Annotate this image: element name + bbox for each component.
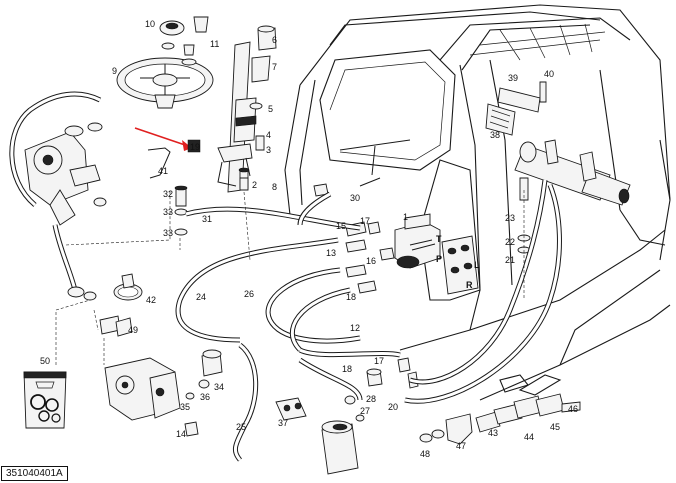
callout-46: 46 (568, 404, 578, 414)
callout-40: 40 (544, 69, 554, 79)
callout-5: 5 (268, 104, 273, 114)
filter-and-block (275, 368, 383, 475)
callout-20: 20 (388, 402, 398, 412)
gear-pump-block (104, 349, 223, 437)
callout-48: 48 (420, 449, 430, 459)
callout-49: 49 (128, 325, 138, 335)
callout-13: 13 (326, 248, 336, 258)
callout-28: 28 (366, 394, 376, 404)
callout-10: 10 (145, 19, 155, 29)
left-fittings (174, 177, 531, 254)
hose-clamps (99, 273, 143, 337)
steering-cylinder (485, 81, 631, 206)
port-letter-r: R (466, 280, 473, 290)
red-pointer-arrow (134, 127, 201, 153)
callout-43: 43 (488, 428, 498, 438)
callout-27: 27 (360, 406, 370, 416)
callout-45: 45 (550, 422, 560, 432)
callout-39: 39 (508, 73, 518, 83)
callout-16: 16 (366, 256, 376, 266)
port-letter-l: L (474, 260, 480, 270)
callout-8: 8 (272, 182, 277, 192)
callout-1: 1 (403, 212, 408, 222)
port-letter-p: P (436, 254, 442, 264)
callout-36: 36 (200, 392, 210, 402)
callout-7: 7 (272, 62, 277, 72)
callout-19: 19 (190, 142, 200, 152)
callout-22: 22 (505, 237, 515, 247)
callout-14: 14 (176, 429, 186, 439)
callout-31: 31 (202, 214, 212, 224)
callout-4: 4 (266, 130, 271, 140)
callout-26: 26 (244, 289, 254, 299)
callout-33b: 33 (163, 228, 173, 238)
callout-6: 6 (272, 35, 277, 45)
callout-25: 25 (236, 422, 246, 432)
callout-34: 34 (214, 382, 224, 392)
port-letter-t: T (436, 234, 442, 244)
callout-37: 37 (278, 418, 288, 428)
callout-23: 23 (505, 213, 515, 223)
callout-50: 50 (40, 356, 50, 366)
callout-11: 11 (210, 39, 219, 49)
seal-kit-bag-icon (23, 371, 67, 429)
callout-42: 42 (146, 295, 156, 305)
callout-44: 44 (524, 432, 534, 442)
callout-17: 17 (360, 216, 370, 226)
hydraulic-hoses (175, 179, 562, 462)
callout-labels: 10 11 6 9 7 5 4 3 19 41 1 2 8 32 33 30 3… (40, 19, 578, 459)
callout-3: 3 (266, 145, 271, 155)
callout-33: 33 (163, 207, 173, 217)
callout-12: 12 (350, 323, 360, 333)
callout-18: 18 (346, 292, 356, 302)
callout-32: 32 (163, 189, 173, 199)
cab-frame (284, 4, 671, 401)
pump-assembly (9, 91, 107, 301)
callout-41: 41 (158, 166, 168, 176)
mounting-brackets (397, 357, 581, 445)
callout-15: 15 (336, 221, 346, 231)
callout-35: 35 (180, 402, 190, 412)
callout-47: 47 (456, 441, 466, 451)
callout-38: 38 (490, 130, 500, 140)
callout-2: 2 (252, 180, 257, 190)
callout-9: 9 (112, 66, 117, 76)
steering-column-assembly (116, 16, 277, 193)
callout-18b: 18 (342, 364, 352, 374)
drawing-number: 351040401A (1, 466, 68, 481)
callout-24: 24 (196, 292, 206, 302)
callout-30: 30 (350, 193, 360, 203)
leader-lines (55, 190, 525, 365)
callout-17b: 17 (374, 356, 384, 366)
callout-21: 21 (505, 255, 515, 265)
steering-unit: T P L R (345, 213, 480, 295)
